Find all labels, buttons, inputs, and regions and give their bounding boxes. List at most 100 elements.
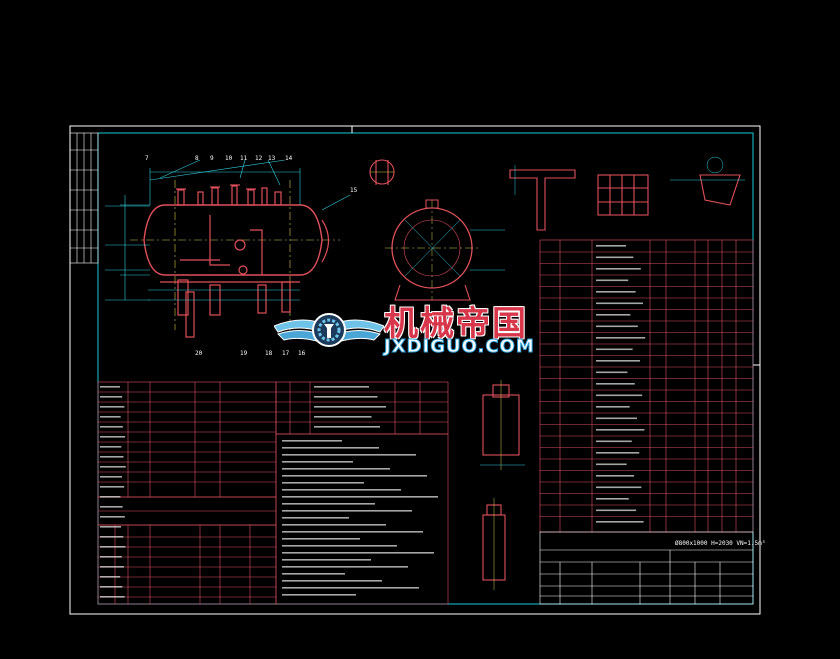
illegible-text-stroke bbox=[100, 506, 123, 508]
illegible-text-stroke bbox=[282, 454, 416, 456]
illegible-text-stroke bbox=[596, 475, 634, 477]
illegible-text-stroke bbox=[596, 279, 629, 282]
illegible-text-stroke bbox=[282, 517, 349, 519]
illegible-text-stroke bbox=[282, 468, 390, 470]
illegible-text-stroke bbox=[596, 452, 640, 454]
leader-label: 17 bbox=[282, 350, 290, 357]
illegible-text-stroke bbox=[596, 348, 633, 351]
detail-view-small bbox=[369, 159, 395, 185]
nozzle-table-rows bbox=[276, 386, 448, 428]
illegible-text-stroke bbox=[596, 360, 640, 362]
technical-requirements bbox=[275, 433, 449, 605]
watermark: 机械帝国 JXDIGUO.COM bbox=[274, 296, 574, 366]
vessel-end-view bbox=[385, 199, 505, 301]
leader-label: 14 bbox=[285, 155, 293, 162]
illegible-text-stroke bbox=[100, 486, 125, 488]
gear-wings-logo-icon bbox=[274, 313, 384, 347]
leader-label: 15 bbox=[350, 187, 358, 194]
illegible-text-stroke bbox=[100, 546, 126, 548]
leader-label: 20 bbox=[195, 350, 203, 357]
detail-views-top-right bbox=[509, 156, 745, 231]
leader-label: 7 bbox=[145, 155, 149, 162]
illegible-text-stroke bbox=[596, 314, 631, 316]
illegible-text-stroke bbox=[596, 417, 637, 420]
illegible-text-stroke bbox=[282, 545, 397, 547]
illegible-text-stroke bbox=[100, 586, 123, 588]
illegible-text-stroke bbox=[100, 396, 123, 398]
illegible-text-stroke bbox=[282, 594, 356, 596]
illegible-text-stroke bbox=[596, 498, 629, 500]
illegible-text-stroke bbox=[282, 531, 423, 533]
illegible-text-stroke bbox=[596, 383, 635, 385]
illegible-text-stroke bbox=[282, 566, 408, 568]
illegible-text-stroke bbox=[282, 573, 345, 575]
illegible-text-stroke bbox=[100, 516, 125, 518]
design-data-table bbox=[97, 381, 277, 605]
watermark-chinese-text: 机械帝国 bbox=[384, 304, 528, 344]
illegible-text-stroke bbox=[282, 503, 375, 505]
illegible-text-stroke bbox=[100, 406, 125, 408]
illegible-text-stroke bbox=[596, 325, 638, 328]
watermark-latin-text: JXDIGUO.COM bbox=[384, 336, 535, 358]
leader-label: 11 bbox=[240, 155, 248, 162]
illegible-text-stroke bbox=[596, 521, 644, 523]
leader-label: 19 bbox=[240, 350, 248, 357]
illegible-text-stroke bbox=[100, 436, 126, 438]
illegible-text-stroke bbox=[100, 576, 121, 578]
illegible-text-stroke bbox=[282, 538, 360, 540]
illegible-text-stroke bbox=[282, 496, 438, 498]
leader-label: 13 bbox=[268, 155, 276, 162]
illegible-text-stroke bbox=[100, 556, 122, 558]
illegible-text-stroke bbox=[596, 429, 645, 431]
illegible-text-stroke bbox=[314, 416, 372, 418]
illegible-text-stroke bbox=[596, 337, 646, 339]
illegible-text-stroke bbox=[282, 475, 427, 477]
leader-label: 8 bbox=[195, 155, 199, 162]
leader-label: 18 bbox=[265, 350, 273, 357]
illegible-text-stroke bbox=[282, 580, 382, 582]
illegible-text-stroke bbox=[596, 406, 630, 408]
illegible-text-stroke bbox=[282, 552, 434, 554]
illegible-text-stroke bbox=[100, 386, 120, 388]
illegible-text-stroke bbox=[596, 509, 637, 512]
illegible-text-stroke bbox=[314, 406, 387, 408]
illegible-text-stroke bbox=[282, 559, 371, 561]
technical-requirements-lines bbox=[282, 440, 438, 596]
illegible-text-stroke bbox=[596, 302, 643, 305]
leader-label: 16 bbox=[298, 350, 306, 357]
illegible-text-stroke bbox=[282, 510, 412, 512]
leader-label: 12 bbox=[255, 155, 263, 162]
illegible-text-stroke bbox=[596, 463, 627, 466]
illegible-text-stroke bbox=[596, 256, 634, 259]
illegible-text-stroke bbox=[282, 447, 379, 449]
illegible-text-stroke bbox=[596, 268, 641, 270]
outer-frame bbox=[69, 125, 761, 615]
illegible-text-stroke bbox=[100, 476, 122, 478]
illegible-text-stroke bbox=[282, 482, 364, 484]
title-block bbox=[539, 531, 754, 605]
illegible-text-stroke bbox=[314, 386, 369, 388]
illegible-text-stroke bbox=[100, 566, 124, 568]
illegible-text-stroke bbox=[596, 291, 636, 293]
illegible-text-stroke bbox=[100, 496, 121, 498]
illegible-text-stroke bbox=[282, 440, 342, 442]
parts-list-rows bbox=[540, 245, 753, 523]
vessel-side-view: 7 8 9 10 11 12 13 14 15 20 19 18 17 16 bbox=[105, 155, 358, 357]
illegible-text-stroke bbox=[282, 524, 386, 526]
illegible-text-stroke bbox=[100, 526, 122, 528]
illegible-text-stroke bbox=[100, 596, 125, 598]
design-data-rows bbox=[98, 386, 276, 598]
illegible-text-stroke bbox=[596, 440, 632, 443]
illegible-text-stroke bbox=[282, 461, 353, 463]
illegible-text-stroke bbox=[596, 486, 642, 489]
illegible-text-stroke bbox=[100, 536, 124, 538]
illegible-text-stroke bbox=[100, 446, 122, 448]
illegible-text-stroke bbox=[596, 394, 643, 397]
nozzle-detail-views bbox=[480, 380, 525, 590]
revision-strip bbox=[69, 132, 99, 264]
leader-label: 9 bbox=[210, 155, 214, 162]
illegible-text-stroke bbox=[282, 587, 419, 589]
illegible-text-stroke bbox=[282, 489, 401, 491]
illegible-text-stroke bbox=[100, 426, 123, 428]
